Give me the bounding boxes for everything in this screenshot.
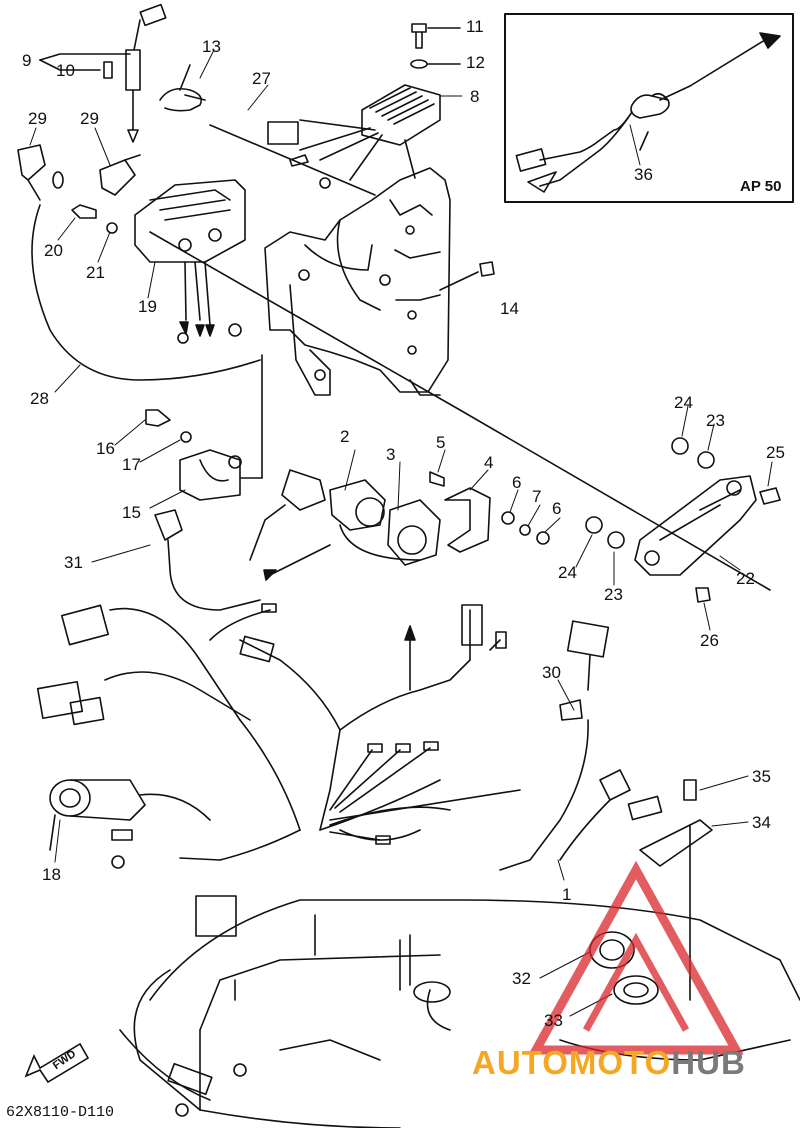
callout-9: 9 bbox=[22, 51, 32, 70]
callout-17: 17 bbox=[122, 455, 141, 474]
callout-22: 22 bbox=[736, 569, 755, 588]
connector-9-10 bbox=[39, 3, 167, 143]
callout-11: 11 bbox=[466, 17, 484, 36]
sensor-assembly bbox=[249, 469, 441, 581]
rectifier-regulator bbox=[267, 84, 441, 189]
callout-8: 8 bbox=[470, 87, 480, 106]
callout-29b: 29 bbox=[80, 109, 99, 128]
callout-35: 35 bbox=[752, 767, 771, 786]
callout-16: 16 bbox=[96, 439, 115, 458]
callout-3: 3 bbox=[386, 445, 396, 464]
drawing-number: 62X8110-D110 bbox=[6, 1104, 115, 1121]
callout-18: 18 bbox=[42, 865, 61, 884]
screw-14 bbox=[439, 261, 495, 291]
callout-25: 25 bbox=[766, 443, 785, 462]
terminal-31 bbox=[154, 509, 261, 611]
callout-23a: 23 bbox=[706, 411, 725, 430]
callout-29a: 29 bbox=[28, 109, 47, 128]
callout-31: 31 bbox=[64, 553, 83, 572]
callout-21: 21 bbox=[86, 263, 105, 282]
callout-20: 20 bbox=[44, 241, 63, 260]
callout-26: 26 bbox=[700, 631, 719, 650]
clamp-13 bbox=[159, 64, 206, 112]
inset-code: AP 50 bbox=[740, 178, 782, 195]
callout-32: 32 bbox=[512, 969, 531, 988]
watermark-text: AUTOMOTOHUB bbox=[472, 1044, 746, 1082]
bolt-20-washer-21 bbox=[71, 204, 118, 234]
callout-4: 4 bbox=[484, 453, 494, 472]
cable-30-and-1 bbox=[499, 620, 663, 871]
bolt-and-washer bbox=[410, 23, 461, 69]
callout-23b: 23 bbox=[604, 585, 623, 604]
callout-1: 1 bbox=[562, 885, 572, 904]
callout-6a: 6 bbox=[512, 473, 522, 492]
callout-5: 5 bbox=[436, 433, 446, 452]
callout-33: 33 bbox=[544, 1011, 563, 1030]
cdi-unit bbox=[134, 179, 246, 344]
callout-19: 19 bbox=[138, 297, 157, 316]
inset-detail-box bbox=[504, 13, 794, 203]
callout-28: 28 bbox=[30, 389, 49, 408]
callout-6b: 6 bbox=[552, 499, 562, 518]
wiring-harness bbox=[36, 603, 521, 861]
callout-24a: 24 bbox=[674, 393, 693, 412]
callout-2: 2 bbox=[340, 427, 350, 446]
clamp-assembly-15 bbox=[145, 409, 263, 501]
callout-34: 34 bbox=[752, 813, 771, 832]
callout-10: 10 bbox=[56, 61, 75, 80]
callout-14: 14 bbox=[500, 299, 519, 318]
callout-12: 12 bbox=[466, 53, 485, 72]
main-socket-18 bbox=[49, 779, 211, 869]
callout-7: 7 bbox=[532, 487, 542, 506]
bracket-4-5-6-7 bbox=[429, 471, 550, 553]
callout-15: 15 bbox=[122, 503, 141, 522]
callout-24b: 24 bbox=[558, 563, 577, 582]
watermark-part2: HUB bbox=[671, 1044, 746, 1081]
callout-13: 13 bbox=[202, 37, 221, 56]
watermark-part1: AUTOMOTO bbox=[472, 1044, 672, 1081]
callout-27: 27 bbox=[252, 69, 271, 88]
leader-lines bbox=[29, 49, 773, 1017]
callout-30: 30 bbox=[542, 663, 561, 682]
callout-36: 36 bbox=[634, 165, 653, 184]
bracket-22-26 bbox=[585, 437, 781, 603]
spark-plug-caps bbox=[17, 144, 261, 381]
